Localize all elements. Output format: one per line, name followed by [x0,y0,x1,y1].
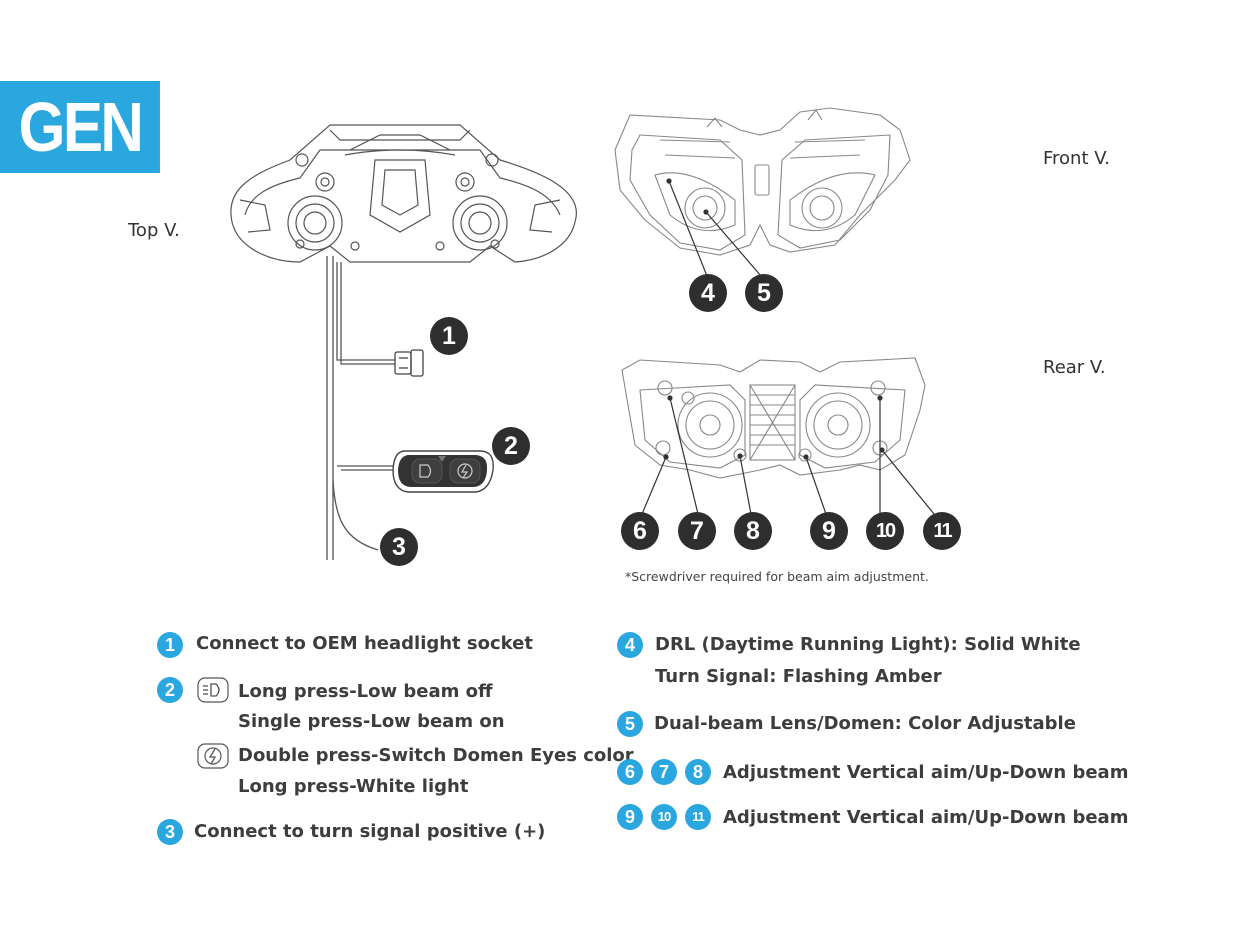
legend-bullet-2: 2 [157,677,183,703]
callout-2: 2 [492,427,530,465]
legend-item-4-line-2: Turn Signal: Flashing Amber [655,666,942,687]
legend-item-2-line-4: Long press-White light [238,776,469,797]
legend-bullet-3: 3 [157,819,183,845]
front-view-label: Front V. [1043,148,1110,169]
legend-bullet-4: 4 [617,632,643,658]
callout-4: 4 [689,274,727,312]
callout-6: 6 [621,512,659,550]
top-view-label: Top V. [128,220,180,241]
footnote: *Screwdriver required for beam aim adjus… [625,569,929,584]
legend-bullet-7: 7 [651,759,677,785]
callout-11: 11 [923,512,961,550]
legend-bullet-11: 11 [685,804,711,830]
legend-bullet-1: 1 [157,632,183,658]
rear-view-label: Rear V. [1043,357,1106,378]
legend-item-2-line-3: Double press-Switch Domen Eyes color [238,745,634,766]
callout-8: 8 [734,512,772,550]
legend-bullet-5: 5 [617,711,643,737]
legend-bullet-8: 8 [685,759,711,785]
callout-9: 9 [810,512,848,550]
gen2-badge: GEN 2 [0,81,160,258]
headlight-beam-icon [197,677,229,703]
callout-10: 10 [866,512,904,550]
callout-7: 7 [678,512,716,550]
legend-item-5: Dual-beam Lens/Domen: Color Adjustable [654,713,1076,734]
legend-item-91011: Adjustment Vertical aim/Up-Down beam [723,807,1129,828]
legend-item-678: Adjustment Vertical aim/Up-Down beam [723,762,1129,783]
callout-3: 3 [380,528,418,566]
connector-icon [394,349,424,377]
remote-controller-icon [392,450,494,493]
callout-1: 1 [430,317,468,355]
legend-bullet-9: 9 [617,804,643,830]
legend-item-4-line-1: DRL (Daytime Running Light): Solid White [655,634,1081,655]
legend-bullet-6: 6 [617,759,643,785]
legend-item-2-line-2: Single press-Low beam on [238,711,505,732]
legend-item-1: Connect to OEM headlight socket [196,633,533,654]
callout-5: 5 [745,274,783,312]
legend-item-2-line-1: Long press-Low beam off [238,681,493,702]
legend-item-3: Connect to turn signal positive (+) [194,821,546,842]
lightning-icon [197,743,229,769]
legend-bullet-10: 10 [651,804,677,830]
